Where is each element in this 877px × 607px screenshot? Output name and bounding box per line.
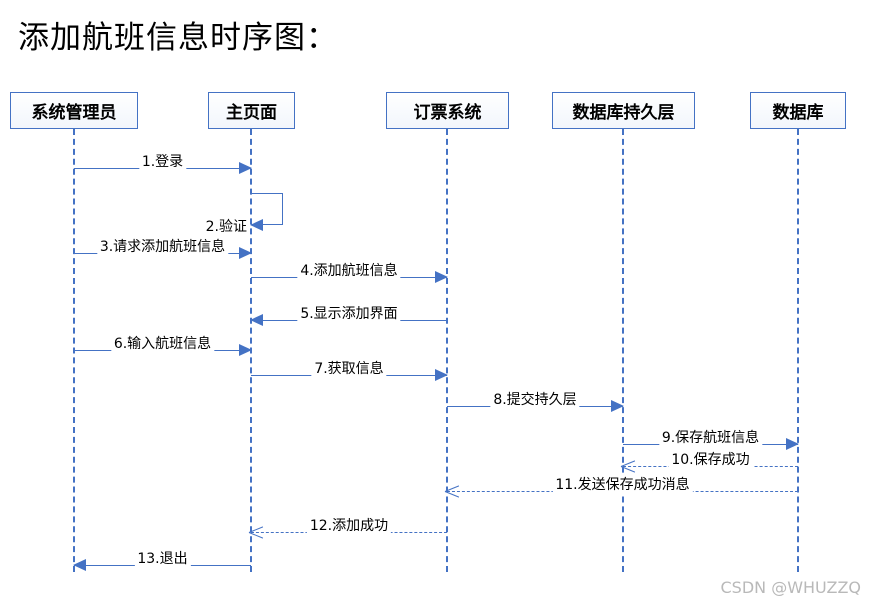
self-message-side-segment — [282, 193, 283, 225]
watermark: CSDN @WHUZZQ — [720, 578, 862, 597]
arrowhead-icon — [239, 344, 252, 356]
lifeline-box-2: 主页面 — [208, 92, 295, 129]
lifeline-box-3: 订票系统 — [386, 92, 509, 129]
arrowhead-icon — [250, 219, 263, 231]
lifeline-line-3 — [446, 129, 448, 572]
message-label: 7.获取信息 — [311, 358, 387, 378]
lifeline-label: 主页面 — [226, 103, 277, 123]
arrowhead-icon — [435, 369, 448, 381]
message-label: 2.验证 — [203, 216, 249, 236]
arrowhead-icon — [250, 314, 263, 326]
self-message-bottom-segment — [251, 224, 283, 225]
lifeline-line-5 — [797, 129, 799, 572]
message-label: 1.登录 — [138, 151, 187, 171]
message-label: 5.显示添加界面 — [297, 303, 401, 323]
lifeline-label: 数据库持久层 — [572, 103, 675, 123]
lifeline-label: 订票系统 — [413, 103, 482, 123]
message-label: 6.输入航班信息 — [110, 333, 215, 353]
arrowhead-icon — [445, 483, 459, 499]
page-title: 添加航班信息时序图： — [18, 20, 338, 56]
arrowhead-icon — [239, 162, 252, 174]
lifeline-label: 数据库 — [772, 103, 824, 123]
message-label: 9.保存航班信息 — [658, 427, 763, 447]
lifeline-box-1: 系统管理员 — [10, 92, 138, 129]
message-label: 11.发送保存成功消息 — [552, 474, 693, 494]
message-label: 3.请求添加航班信息 — [96, 236, 229, 256]
arrowhead-icon — [786, 438, 799, 450]
arrowhead-icon — [249, 524, 263, 540]
self-message-top-segment — [251, 193, 283, 194]
arrowhead-icon — [435, 271, 448, 283]
arrowhead-icon — [239, 247, 252, 259]
lifeline-line-4 — [622, 129, 624, 572]
lifeline-label: 系统管理员 — [31, 103, 117, 123]
self-message-2: 2.验证 — [203, 193, 283, 236]
message-label: 10.保存成功 — [668, 449, 753, 469]
arrowhead-icon — [621, 458, 635, 474]
arrowhead-icon — [73, 559, 86, 571]
message-label: 12.添加成功 — [306, 515, 392, 535]
message-label: 13.退出 — [134, 548, 191, 568]
message-label: 8.提交持久层 — [490, 389, 580, 409]
message-label: 4.添加航班信息 — [297, 260, 401, 280]
lifeline-box-5: 数据库 — [750, 92, 846, 129]
arrowhead-icon — [611, 400, 624, 412]
lifeline-box-4: 数据库持久层 — [552, 92, 695, 129]
